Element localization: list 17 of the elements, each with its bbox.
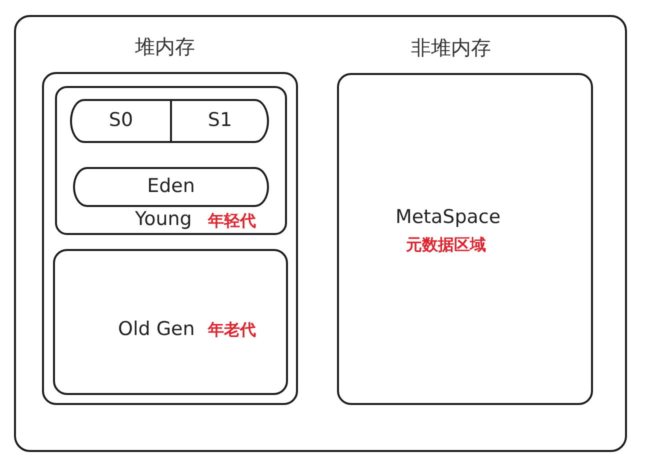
- section-heading: 堆内存: [135, 36, 195, 58]
- region-sublabel: 元数据区域: [406, 236, 486, 254]
- outer-frame: [14, 15, 627, 452]
- region-box: [53, 249, 288, 395]
- region-sublabel: 年老代: [208, 320, 256, 340]
- region-sublabel: 年轻代: [208, 212, 256, 230]
- region-label: S1: [208, 110, 232, 132]
- pill-box: [73, 167, 269, 207]
- region-box: [55, 86, 287, 235]
- region-label: Eden: [147, 176, 195, 198]
- pill-segment: [170, 99, 269, 143]
- region-label: Young: [135, 209, 192, 231]
- region-label: MetaSpace: [395, 207, 501, 229]
- region-label: Old Gen: [118, 319, 195, 341]
- pill-segment: [70, 99, 172, 143]
- region-label: S0: [108, 110, 134, 132]
- section-heading: 非堆内存: [411, 36, 491, 60]
